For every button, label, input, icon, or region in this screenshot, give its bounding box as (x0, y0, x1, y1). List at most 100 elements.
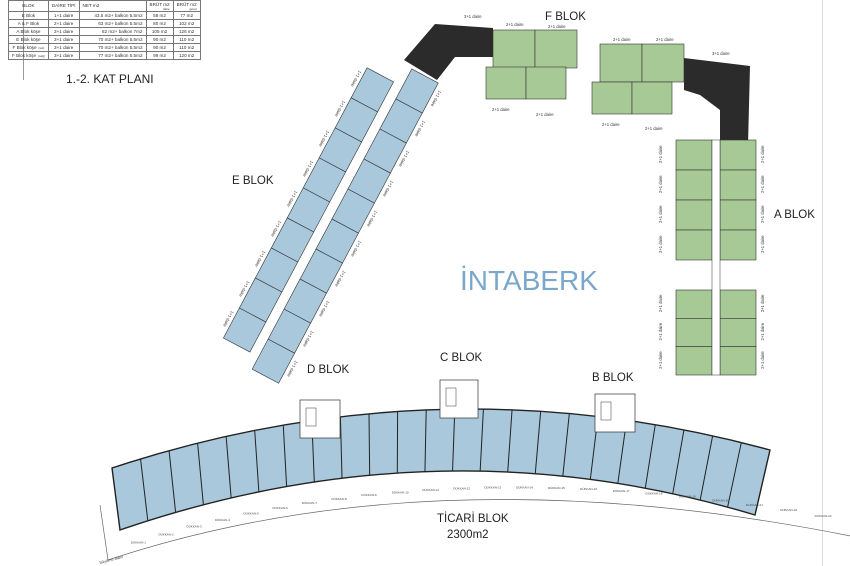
a-blok-unit (719, 169, 757, 201)
a-blok-corridor (711, 139, 721, 376)
b-blok-core: B BLOK (592, 372, 636, 433)
cell-text: 70 m2+ balkon 5.5m2 (98, 44, 143, 50)
shop-divider (699, 435, 714, 501)
cell-blok: F Blok köşe(sağ) (8, 51, 49, 60)
a-blok-unit (719, 139, 757, 171)
unit-label: 2+1 daire (658, 351, 663, 369)
stair-icon (600, 401, 612, 421)
unit-label: 2+1 daire (760, 351, 765, 369)
cell-text: 90 m2 (153, 44, 166, 50)
cell-text: 77 m2 (180, 12, 194, 18)
shop-label: DÜKKAN-21 (746, 503, 763, 507)
unit-label: 2+1 daire (645, 126, 663, 131)
f-blok-left-corner (404, 24, 493, 80)
shop-label: DÜKKAN-7 (302, 501, 318, 505)
shop-divider (534, 411, 542, 474)
shop-divider (562, 413, 570, 477)
cell-text: 3+1 daire (54, 52, 74, 58)
cell-text: 110 m2 (179, 44, 195, 50)
unit-label: 2+1 daire (760, 205, 765, 223)
a-blok-unit (719, 199, 757, 231)
a-blok-unit (675, 199, 713, 231)
shop-divider (424, 409, 427, 472)
stair-icon (445, 387, 457, 407)
cell-text: 70 m2+ balkon 5.5m2 (98, 36, 143, 42)
a-blok-unit (675, 139, 713, 171)
shop-label: DÜKKAN-10 (392, 490, 409, 494)
a-blok-unit (675, 169, 713, 201)
shop-label: DÜKKAN-23 (815, 514, 832, 518)
shop-label: DÜKKAN-6 (273, 506, 289, 510)
shop-divider (644, 424, 656, 489)
f-blok-unit (525, 66, 567, 100)
cell-text: A Blok köşe (16, 28, 41, 34)
sidewalk-outline (99, 499, 850, 561)
shop-divider (254, 430, 260, 492)
brut-daire-label: BRÜT m2 (149, 1, 170, 7)
shop-label: DÜKKAN-1 (131, 541, 147, 545)
cell-text: 126 m2 (178, 28, 195, 34)
f-blok-label: F BLOK (545, 11, 586, 23)
cell-text: 3+1 daire (54, 28, 74, 34)
cell-text: 105 m2 (151, 28, 168, 34)
shop-divider (727, 442, 742, 508)
a-blok-unit (675, 318, 713, 347)
unit-label: 2+1 daire (656, 37, 674, 42)
buyume-alani-label: büyüme alanı (99, 554, 123, 565)
shop-label: DÜKKAN-4 (215, 518, 231, 522)
brut-genel-sub: genel (189, 6, 197, 11)
cell-text: A & F Blok (17, 20, 40, 26)
b-blok-stair-core (594, 393, 636, 433)
shop-label: DÜKKAN-17 (613, 489, 630, 493)
unit-label: 2+1 daire (506, 22, 524, 27)
f-blok-right-corner (684, 58, 750, 145)
unit-label: 2+1 daire (760, 145, 765, 163)
unit-label: 2+1 daire (760, 322, 765, 340)
ticari-blok-label: TİCARİ BLOK (437, 512, 509, 525)
ticari-footprint (111, 408, 771, 531)
f-blok-unit (599, 43, 643, 83)
unit-label: 2+1 daire (760, 175, 765, 193)
shop-divider (225, 436, 232, 498)
unit-label: 2+1 daire (602, 122, 620, 127)
f-blok-unit (631, 81, 673, 115)
unit-label: 2+1 daire (492, 107, 510, 112)
f-blok-unit (641, 43, 685, 83)
cell-text: 99 m2 (153, 52, 166, 58)
cell-subtext: (sol) (38, 45, 45, 50)
cell-text: E Blok (21, 12, 36, 18)
a-blok-unit (675, 289, 713, 319)
shop-divider (197, 443, 204, 505)
cell-text: 63 m2+ balkon 5.5m2 (98, 20, 143, 26)
cell-text: 43.5 m2+ balkon 5.5m2 (94, 12, 143, 18)
shop-label: DÜKKAN-18 (646, 491, 663, 495)
cell-text: 102 m2 (178, 20, 195, 26)
a-blok-unit (719, 346, 757, 376)
shop-divider (368, 413, 371, 476)
ticari-area-label: 2300m2 (447, 529, 489, 541)
shop-label: DÜKKAN-14 (516, 485, 533, 489)
cell-text: E Blok köşe (16, 36, 41, 42)
unit-label: 2+1 daire (658, 145, 663, 163)
shop-label: DÜKKAN-12 (453, 487, 470, 491)
f-blok-unit (534, 29, 578, 69)
cell-text: 2+1 daire (54, 20, 74, 26)
unit-label: 2+1 daire (658, 205, 663, 223)
shop-label: DÜKKAN-15 (548, 486, 565, 490)
f-blok-unit (591, 81, 633, 115)
e-blok-label: E BLOK (232, 175, 274, 187)
a-blok-unit (719, 229, 757, 261)
a-blok-unit (719, 289, 757, 319)
d-blok-core: D BLOK (299, 364, 350, 439)
shop-label: DÜKKAN-9 (361, 493, 377, 497)
shop-divider (507, 409, 513, 473)
shop-divider (282, 425, 288, 487)
cell-text: 58 m2 (153, 12, 166, 18)
c-blok-label: C BLOK (440, 352, 483, 364)
unit-label: 3+1 daire (464, 14, 482, 19)
